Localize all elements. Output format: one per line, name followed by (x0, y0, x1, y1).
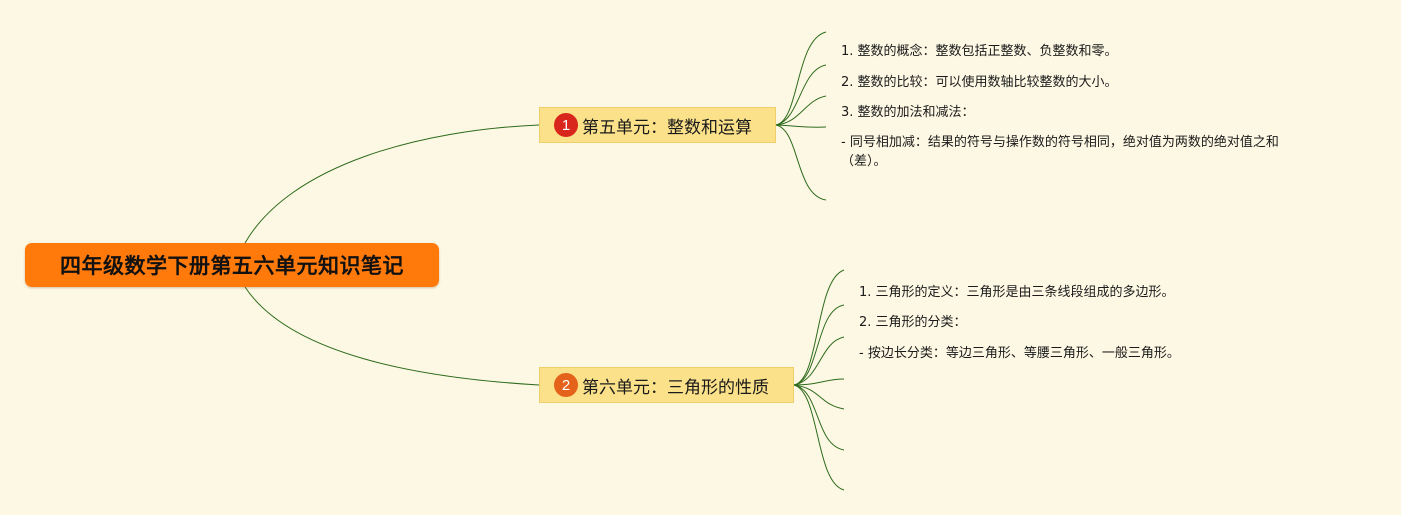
root-to-branch-2-line (244, 286, 540, 386)
branch-2-leaf-3[interactable]: - 按边长分类：等边三角形、等腰三角形、一般三角形。 (859, 346, 1180, 361)
branch-1-leaf-2[interactable]: 2. 整数的比较：可以使用数轴比较整数的大小。 (841, 75, 1118, 90)
branch-2-leaf-2[interactable]: 2. 三角形的分类： (859, 315, 967, 330)
branch-2-leaf-lines (793, 269, 845, 491)
branch-1-topic[interactable]: 1 第五单元：整数和运算 (539, 107, 776, 143)
branch-2-topic[interactable]: 2 第六单元：三角形的性质 (539, 367, 794, 403)
root-topic[interactable]: 四年级数学下册第五六单元知识笔记 (25, 243, 439, 287)
number-2-badge-icon: 2 (554, 373, 578, 397)
branch-1-leaf-1[interactable]: 1. 整数的概念：整数包括正整数、负整数和零。 (841, 44, 1118, 59)
number-1-badge-icon: 1 (554, 113, 578, 137)
root-topic-label: 四年级数学下册第五六单元知识笔记 (60, 254, 404, 278)
branch-1-leaf-4[interactable]: - 同号相加减：结果的符号与操作数的符号相同，绝对值为两数的绝对值之和（差）。 (841, 135, 1279, 169)
branch-1-label: 第五单元：整数和运算 (582, 117, 752, 138)
branch-2-label: 第六单元：三角形的性质 (582, 377, 769, 398)
branch-2-leaf-1[interactable]: 1. 三角形的定义：三角形是由三条线段组成的多边形。 (859, 285, 1175, 300)
root-to-branch-1-line (244, 124, 540, 244)
branch-1-leaf-lines (775, 31, 827, 201)
branch-1-leaf-3[interactable]: 3. 整数的加法和减法： (841, 105, 975, 120)
